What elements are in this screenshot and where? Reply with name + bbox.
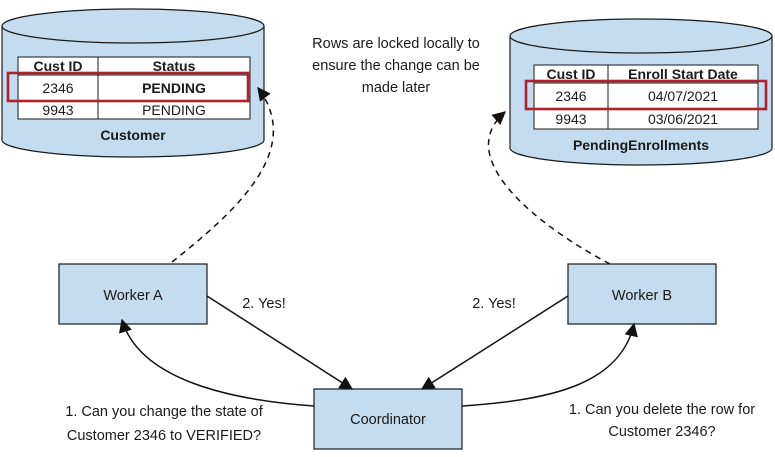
worker-b-label: Worker B — [612, 288, 672, 304]
question-b-line-2: Customer 2346? — [608, 424, 715, 440]
question-a-line-2: Customer 2346 to VERIFIED? — [67, 428, 261, 444]
customer-row1-status: PENDING — [142, 80, 206, 96]
pending-row1-custid: 2346 — [555, 88, 586, 104]
question-b-line-1: 1. Can you delete the row for — [569, 402, 755, 418]
pending-row2-date: 03/06/2021 — [648, 111, 718, 127]
customer-table: Cust ID Status 2346 PENDING 9943 PENDING — [6, 56, 251, 120]
pending-row1-date: 04/07/2021 — [648, 88, 718, 104]
worker-b-reply-label: 2. Yes! — [472, 296, 516, 312]
customer-header-custid: Cust ID — [34, 58, 83, 74]
worker-a-reply-arrow — [206, 295, 354, 390]
customer-row2-custid: 9943 — [42, 102, 73, 118]
worker-a-label: Worker A — [103, 288, 163, 304]
worker-b-reply-arrow — [420, 295, 569, 390]
locked-row-highlight — [6, 71, 250, 103]
worker-b-box: Worker B — [567, 263, 717, 325]
customer-database: Cust ID Status 2346 PENDING 9943 PENDING… — [1, 8, 265, 158]
pending-header-custid: Cust ID — [547, 66, 596, 82]
worker-a-question: 1. Can you change the state of Customer … — [65, 404, 263, 444]
pending-enrollments-database: Cust ID Enroll Start Date 2346 04/07/202… — [509, 18, 773, 166]
note-line-1: Rows are locked locally to — [312, 36, 480, 52]
worker-a-lock-arrow — [171, 86, 274, 263]
coordinator-to-worker-a-arrow — [119, 318, 315, 407]
note-line-2: ensure the change can be — [312, 58, 480, 74]
lock-note: Rows are locked locally to ensure the ch… — [312, 36, 480, 96]
customer-row2-status: PENDING — [142, 102, 206, 118]
pending-row2-custid: 9943 — [555, 111, 586, 127]
coordinator-to-worker-b-arrow — [461, 322, 638, 407]
note-line-3: made later — [362, 80, 431, 96]
coordinator-label: Coordinator — [350, 412, 426, 428]
customer-row1-custid: 2346 — [42, 80, 73, 96]
worker-b-question: 1. Can you delete the row for Customer 2… — [569, 402, 755, 440]
customer-header-status: Status — [153, 58, 196, 74]
coordinator-box: Coordinator — [313, 388, 463, 450]
question-a-line-1: 1. Can you change the state of — [65, 404, 263, 420]
pending-table: Cust ID Enroll Start Date 2346 04/07/202… — [524, 64, 768, 130]
pending-db-label: PendingEnrollments — [573, 137, 709, 153]
locked-row-highlight — [524, 79, 768, 111]
worker-b-lock-arrow — [487, 111, 611, 265]
worker-a-box: Worker A — [58, 263, 208, 325]
worker-a-reply-label: 2. Yes! — [242, 296, 286, 312]
pending-header-date: Enroll Start Date — [628, 66, 738, 82]
customer-db-label: Customer — [100, 127, 166, 143]
